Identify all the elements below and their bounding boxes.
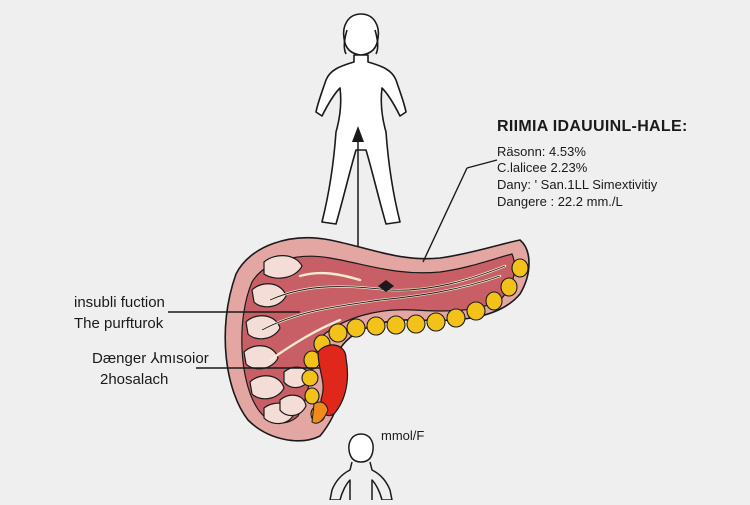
duct-marker <box>378 280 394 292</box>
human-figure-bottom <box>329 433 393 501</box>
stat-line: Räsonn: 4.53% <box>497 144 586 159</box>
leader-lines <box>168 159 498 369</box>
label-phosphate: 2hosalach <box>100 371 169 388</box>
diagram-title: RIIMIA IDAUUINL-HALE: <box>497 118 688 135</box>
arrow-head <box>352 126 364 142</box>
label-insulin-function: insubli fuction <box>74 294 165 311</box>
stat-line: C.lalicee 2.23% <box>497 160 588 175</box>
lobules <box>243 255 311 425</box>
islets-yellow <box>301 258 529 423</box>
stat-line: Dangere : 22.2 mm./L <box>497 194 623 209</box>
label-danger: Dænger ⅄mısoior <box>92 350 209 367</box>
inflamed-spot <box>311 401 329 424</box>
label-purpose: The purfturok <box>74 315 164 332</box>
danger-zone <box>317 344 349 417</box>
stat-line: Dany: ' San.1LL Simextivitiy <box>497 177 658 192</box>
unit-label: mmol/F <box>381 428 425 443</box>
human-figure-top <box>315 13 407 225</box>
